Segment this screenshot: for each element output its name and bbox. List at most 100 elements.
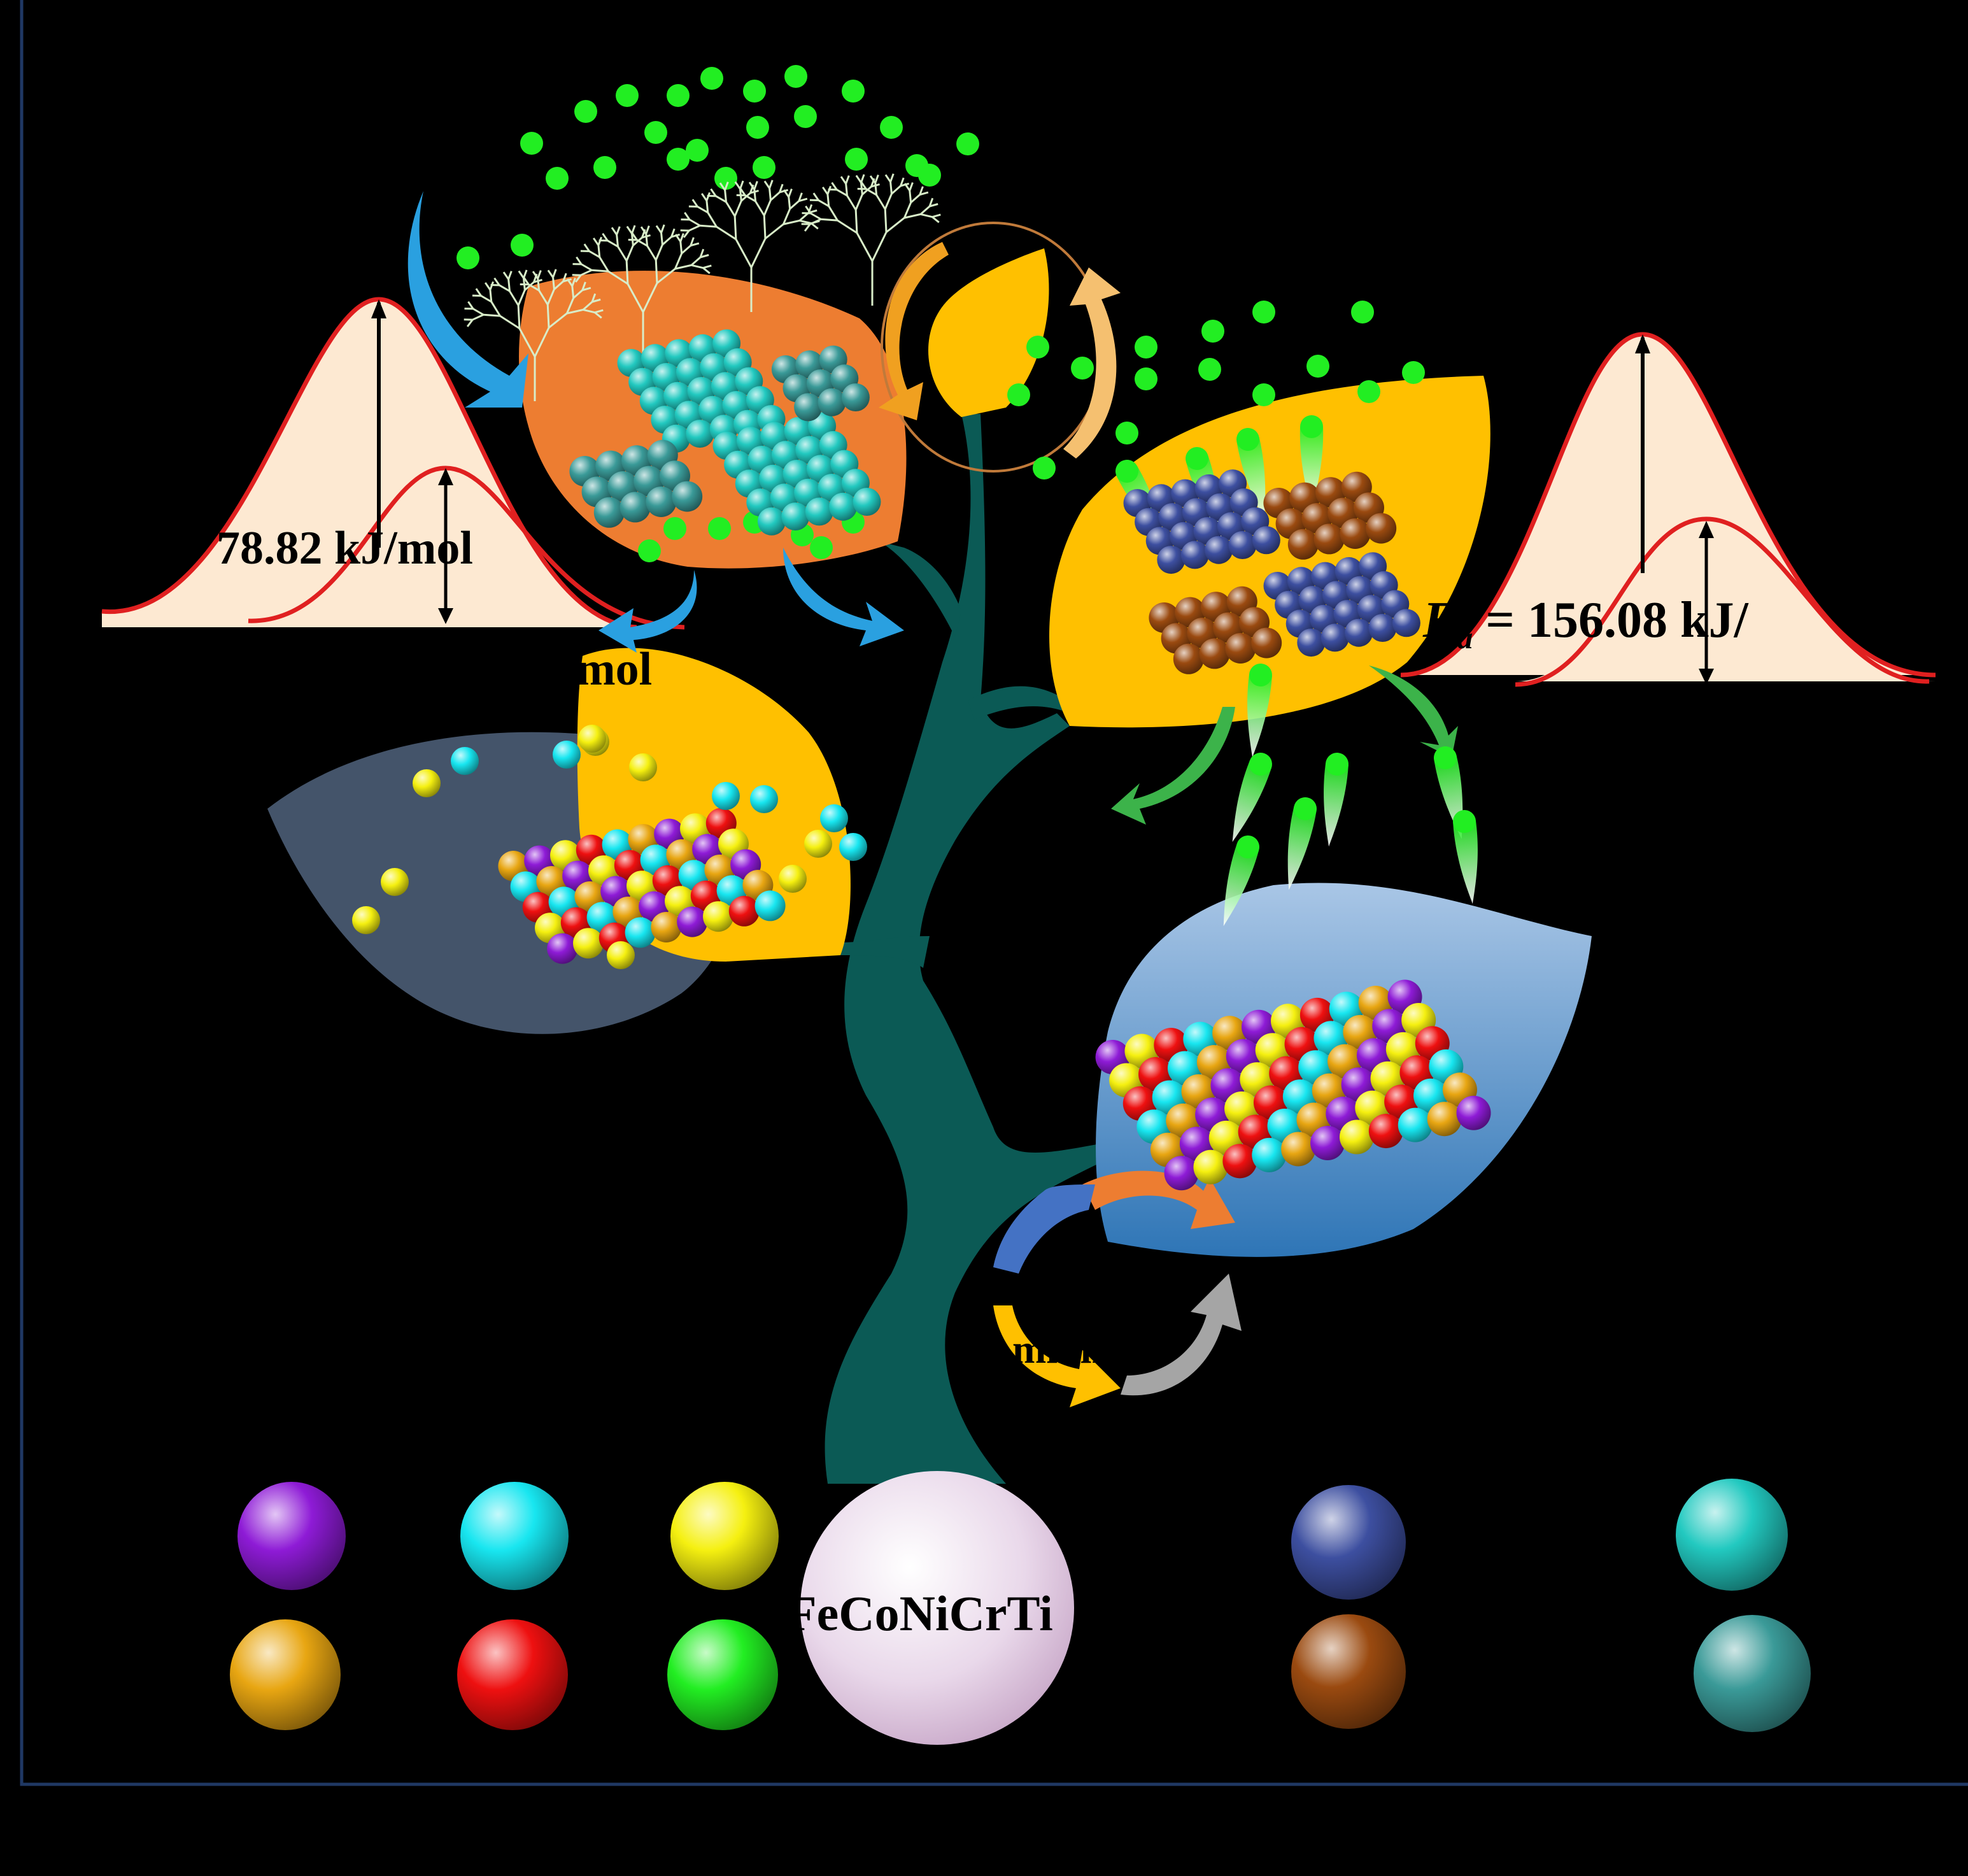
dendrite-branch [733,200,742,217]
hydrogen-plume [1223,835,1259,927]
hydrogen-plume [1299,415,1324,509]
dendrite-branch [871,231,888,262]
atom-clusters [352,329,1491,1191]
atom [841,383,870,411]
dendrite-branch [707,212,718,227]
dendrite-branch [748,181,755,190]
atom [1157,546,1186,574]
atom [672,481,703,512]
brown-sphere-icon [1291,1614,1406,1729]
dendrite-branch [779,183,784,193]
dendrite-branch [594,311,602,319]
dendrite-branch [499,315,520,330]
atom [1310,1126,1345,1160]
atom-cluster [1149,586,1282,674]
hydrogen-atom [1198,358,1221,381]
hydrogen-atom [1007,383,1030,406]
atom [1456,1095,1491,1130]
dendrite-branch [831,181,838,190]
hydrogen-atom [845,148,868,171]
atom [1252,526,1280,555]
hydrogen-atom [708,517,731,540]
hydrogen-atom [663,517,686,540]
dendrite-branch [840,176,847,185]
atom [829,492,858,521]
dendrite-branch [928,197,934,207]
dendrite-branch [472,308,485,316]
dendrite-branch [874,183,878,195]
atom [686,420,714,448]
atom [413,769,441,797]
hydrogen-atom [667,148,690,171]
hydrogen-atom [1252,301,1275,323]
dendrite-branch [567,308,584,315]
dendrite-branch [646,245,657,261]
atom [820,804,848,832]
dendrite-branch [931,216,940,224]
dendrite-branch [725,201,736,217]
hydrogen-atom [1402,361,1425,384]
ball-milling-label-line1: Ball [1051,1247,1121,1292]
dendrite-branch [719,182,726,191]
dendrite-branch [518,270,525,279]
dendrite-branch [875,194,886,210]
dendrite-branch [810,212,822,220]
atom [1313,523,1345,555]
feconicrti-sphere [800,1471,1074,1745]
hydrogen-atom [956,132,979,155]
atom-cluster [1263,552,1420,657]
dendrite-branch [855,174,862,183]
dendrite-branch [631,225,636,234]
atom [1225,633,1256,664]
atom [451,747,479,775]
dendrite-branch [598,257,609,272]
dendrite-branch [583,308,595,314]
dendrite-branch [523,276,530,285]
dendrite-branch [502,271,509,280]
dendrite-branch [631,232,638,241]
dendrite-branch [821,218,838,222]
dendrite-branch [837,219,858,234]
hydrogen-atom [1135,367,1157,390]
dendrite-branch [616,234,619,247]
atom [1297,629,1326,657]
dendrite-branch [656,267,676,284]
atom-cluster [569,439,703,528]
dendrite-branch [846,195,857,211]
red-sphere-icon [457,1619,568,1730]
atom [1368,614,1397,642]
hydrogen-atom [842,80,865,103]
dendrite-branch [548,312,568,329]
dendrite-branch [552,269,557,278]
dendrite-branch [697,206,709,214]
dendrite-branch [874,174,879,183]
hydrogen-atom [546,167,569,190]
dendrite-branch [818,199,830,208]
dendrite-branch [632,236,643,246]
atom [1199,638,1230,669]
dendrite-branch [860,181,867,190]
dendrite-branch [485,282,492,290]
dendrite-branch [768,180,774,189]
atom [1251,627,1282,658]
hydrogen-plume [1236,428,1266,521]
dendrite-branch [763,199,772,216]
dendrite-branch [681,245,691,255]
dendrite-branch [537,270,542,279]
dendrite-branch [627,283,644,313]
atom [1392,609,1420,637]
hydrogen-atom [511,234,534,257]
atom [1368,1114,1403,1149]
dendrite-branch [836,188,848,197]
dendrite-branch [909,190,912,203]
cycle-arrow-left [879,242,949,420]
atom-cluster [1095,979,1491,1191]
atom [619,492,651,523]
dendrite-branch [783,219,800,225]
atom [646,487,677,517]
dendrite-branch [799,219,812,225]
atom [1164,1156,1199,1191]
dendrite-branch [691,199,698,208]
activation-energy-left-tail: mol [576,643,652,695]
dendrite-branch [705,200,709,213]
